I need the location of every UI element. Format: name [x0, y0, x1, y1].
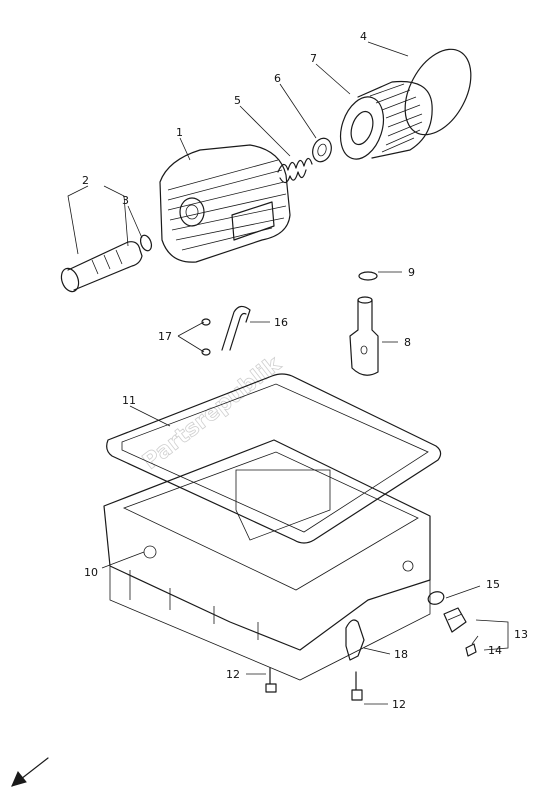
callout-7: 7 [310, 52, 317, 65]
pipe [221, 305, 251, 351]
callout-18: 18 [394, 648, 408, 661]
bolt [265, 667, 363, 701]
callout-12a: 12 [226, 668, 240, 681]
leader-lines [67, 41, 509, 705]
callout-9: 9 [408, 266, 415, 279]
callout-11: 11 [122, 394, 136, 407]
callout-8: 8 [404, 336, 411, 349]
callout-12b: 12 [392, 698, 406, 711]
gasket [427, 591, 445, 605]
callout-1: 1 [176, 126, 183, 139]
o-ring-large [404, 48, 472, 136]
o-ring-pipe [201, 318, 211, 356]
callout-2: 2 [82, 174, 89, 187]
oil-pan-gasket [106, 373, 442, 544]
callout-3: 3 [122, 194, 129, 207]
oil-pan [103, 439, 431, 681]
bracket [345, 619, 365, 661]
callout-5: 5 [234, 94, 241, 107]
screw [465, 635, 479, 657]
o-ring-valve [358, 271, 378, 281]
relief-valve [349, 296, 379, 376]
drain-plug [443, 607, 467, 633]
direction-arrow-icon [11, 757, 49, 787]
callout-6: 6 [274, 72, 281, 85]
compression-spring [277, 157, 313, 184]
oil-cooler-cover [159, 144, 291, 263]
callout-4: 4 [360, 30, 367, 43]
bolt-union [60, 241, 143, 293]
callout-15: 15 [486, 578, 500, 591]
callout-13: 13 [514, 628, 528, 641]
callout-16: 16 [274, 316, 288, 329]
callout-10: 10 [84, 566, 98, 579]
oil-filter-element [339, 80, 433, 160]
callout-14: 14 [488, 644, 502, 657]
washer [312, 137, 332, 163]
o-ring-small [139, 234, 153, 252]
callout-17: 17 [158, 330, 172, 343]
